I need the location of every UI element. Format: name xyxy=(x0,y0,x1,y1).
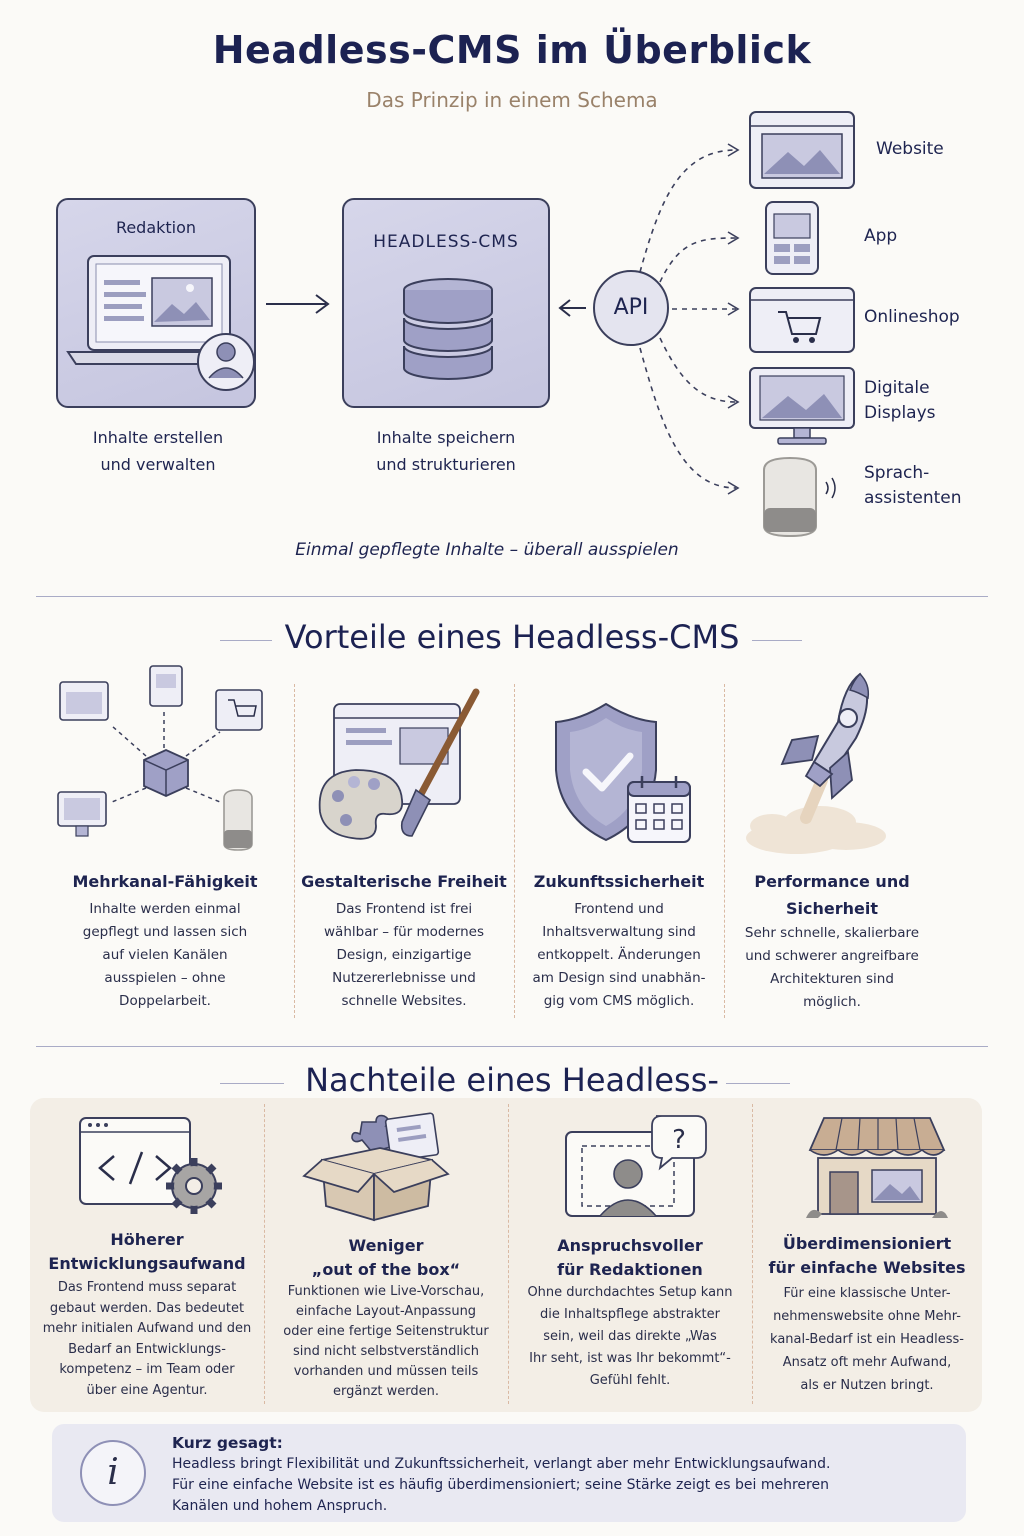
summary-title: Kurz gesagt: xyxy=(172,1434,283,1452)
pro-title-multichannel: Mehrkanal-Fähigkeit xyxy=(72,872,258,891)
redaktion-label: Redaktion xyxy=(115,218,197,237)
column-separator xyxy=(294,684,295,1018)
pro-text-performance: Sehr schnelle, skalierbare und schwerer … xyxy=(744,925,920,1010)
con-title-editorial: Anspruchsvoller für Redaktionen xyxy=(557,1236,703,1279)
con-title-oversized: Überdimensioniert für einfache Websites xyxy=(768,1234,966,1277)
channel-label-app: App xyxy=(864,226,898,246)
con-title-out-of-box: Weniger „out of the box“ xyxy=(311,1236,461,1279)
smart-speaker-icon xyxy=(763,456,836,538)
api-connectors xyxy=(639,143,740,495)
shield-check-calendar-icon xyxy=(555,702,691,843)
app-icon xyxy=(765,201,819,275)
info-icon: i xyxy=(80,1440,146,1506)
editor-question-icon: ? xyxy=(565,1115,707,1217)
small-shop-icon xyxy=(806,1117,948,1218)
rocket-icon xyxy=(746,672,886,854)
channel-label-onlineshop: Onlineshop xyxy=(864,307,960,327)
design-palette-brush-icon xyxy=(318,688,480,840)
website-icon xyxy=(749,111,855,189)
pro-title-future-proof: Zukunftssicherheit xyxy=(533,872,705,891)
arrow-right-icon xyxy=(266,294,330,314)
summary-text: Headless bringt Flexibilität und Zukunft… xyxy=(172,1456,831,1514)
api-node: API xyxy=(593,270,669,346)
pro-title-design-freedom: Gestalterische Freiheit xyxy=(301,872,507,891)
column-separator xyxy=(724,684,725,1018)
code-gear-icon xyxy=(79,1117,222,1214)
channel-label-website: Website xyxy=(876,139,944,159)
shop-cart-icon xyxy=(749,287,855,353)
svg-text:?: ? xyxy=(672,1125,686,1155)
con-text-oversized: Für eine klassische Unter- nehmenswebsit… xyxy=(770,1286,964,1393)
column-separator xyxy=(508,1104,509,1404)
redaktion-box: Redaktion xyxy=(56,198,256,408)
heading-rule-left xyxy=(220,640,272,641)
con-text-editorial: Ohne durchdachtes Setup kann die Inhalts… xyxy=(527,1285,733,1388)
pro-text-multichannel: Inhalte werden einmal gepflegt und lasse… xyxy=(82,901,248,1009)
pro-text-future-proof: Frontend und Inhaltsverwaltung sind entk… xyxy=(532,901,706,1009)
divider xyxy=(36,596,988,597)
page-subtitle: Das Prinzip in einem Schema xyxy=(366,88,658,112)
pro-text-design-freedom: Das Frontend ist frei wählbar – für mode… xyxy=(324,901,484,1009)
monitor-icon xyxy=(749,367,855,445)
con-text-out-of-box: Funktionen wie Live-Vorschau, einfache L… xyxy=(283,1284,489,1399)
pros-heading: Vorteile eines Headless-CMS xyxy=(284,618,740,656)
headless-cms-label: HEADLESS-CMS xyxy=(373,232,519,252)
redaktion-caption: Inhalte erstellen und verwalten xyxy=(92,428,224,474)
column-separator xyxy=(752,1104,753,1404)
multichannel-cube-icon xyxy=(57,665,263,851)
column-separator xyxy=(264,1104,265,1404)
divider xyxy=(36,1046,988,1047)
arrow-left-icon xyxy=(558,299,586,317)
channel-label-displays: Digitale Displays xyxy=(864,378,936,423)
summary-box: i Kurz gesagt: Headless bringt Flexibili… xyxy=(52,1424,966,1522)
headless-cms-box: HEADLESS-CMS xyxy=(342,198,550,408)
heading-rule-right xyxy=(752,640,802,641)
heading-rule-right xyxy=(726,1083,790,1084)
column-separator xyxy=(514,684,515,1018)
con-text-dev-effort: Das Frontend muss separat gebaut werden.… xyxy=(42,1280,252,1398)
heading-rule-left xyxy=(220,1083,284,1084)
box-puzzle-icon xyxy=(302,1112,450,1222)
pro-title-performance: Performance und Sicherheit xyxy=(754,872,910,918)
channel-label-voice-assistants: Sprach- assistenten xyxy=(864,463,962,508)
laptop-editor-icon xyxy=(66,255,255,391)
page-title: Headless-CMS im Überblick xyxy=(212,28,812,72)
con-title-dev-effort: Höherer Entwicklungsaufwand xyxy=(48,1230,246,1273)
database-icon xyxy=(403,278,493,380)
headless-cms-caption: Inhalte speichern und strukturieren xyxy=(376,428,516,474)
schema-tagline: Einmal gepflegte Inhalte – überall aussp… xyxy=(295,540,679,560)
